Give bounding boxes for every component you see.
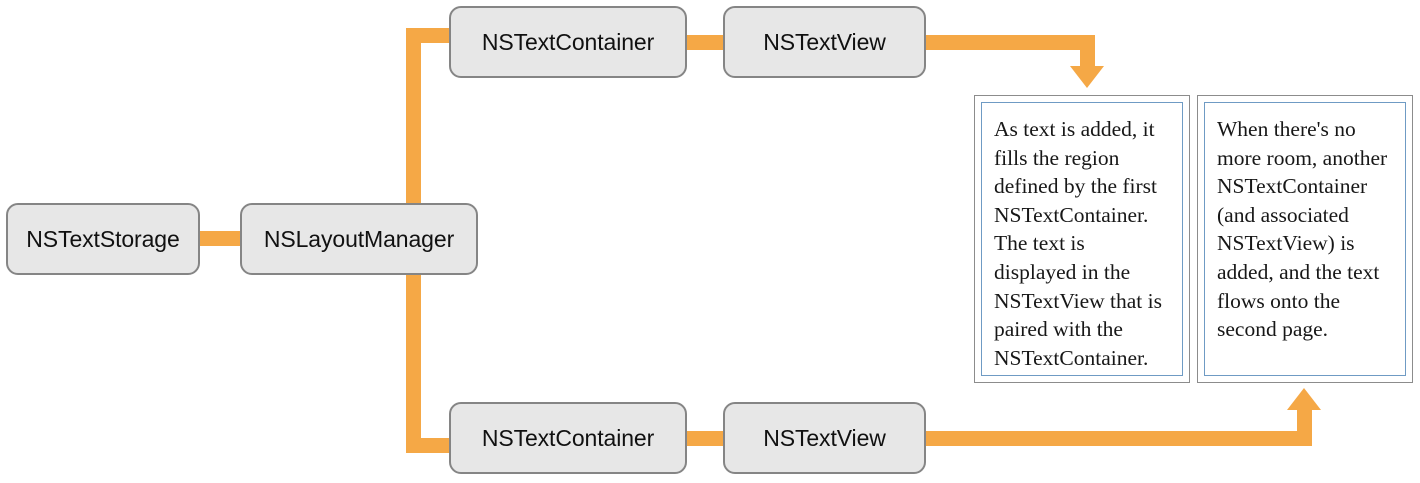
node-nslayoutmanager[interactable]: NSLayoutManager bbox=[240, 203, 478, 275]
page-panel-two: When there's no more room, another NSTex… bbox=[1197, 95, 1413, 383]
node-nstextview-top[interactable]: NSTextView bbox=[723, 6, 926, 78]
page-panel-one-inner: As text is added, it fills the region de… bbox=[981, 102, 1183, 376]
connector-bottom-view-up-stem bbox=[1297, 410, 1312, 446]
node-nstextstorage-label: NSTextStorage bbox=[26, 225, 180, 252]
page-two-text: When there's no more room, another NSTex… bbox=[1217, 117, 1388, 342]
connector-bottom-view-horizontal bbox=[924, 431, 1312, 446]
node-nstextstorage[interactable]: NSTextStorage bbox=[6, 203, 200, 275]
node-nstextview-bottom[interactable]: NSTextView bbox=[723, 402, 926, 474]
page-one-text: As text is added, it fills the region de… bbox=[994, 117, 1162, 370]
node-nslayoutmanager-label: NSLayoutManager bbox=[263, 225, 455, 252]
connector-spine-to-bottom-container bbox=[406, 438, 462, 453]
node-nstextcontainer-bottom-label: NSTextContainer bbox=[481, 424, 655, 451]
connector-storage-to-manager bbox=[196, 231, 252, 246]
page-panel-two-inner: When there's no more room, another NSTex… bbox=[1204, 102, 1406, 376]
node-nstextcontainer-top[interactable]: NSTextContainer bbox=[449, 6, 687, 78]
connector-bottom-container-to-view bbox=[682, 431, 728, 446]
node-nstextcontainer-bottom[interactable]: NSTextContainer bbox=[449, 402, 687, 474]
connector-spine-to-top-container bbox=[406, 28, 462, 43]
arrowhead-to-page-two bbox=[1287, 388, 1321, 410]
node-nstextview-bottom-label: NSTextView bbox=[763, 424, 886, 451]
page-panel-one: As text is added, it fills the region de… bbox=[974, 95, 1190, 383]
arrowhead-to-page-one bbox=[1070, 66, 1104, 88]
connector-top-container-to-view bbox=[682, 35, 728, 50]
connector-top-view-horizontal bbox=[924, 35, 1095, 50]
node-nstextview-top-label: NSTextView bbox=[763, 28, 886, 55]
connector-top-view-down-stem bbox=[1080, 35, 1095, 68]
node-nstextcontainer-top-label: NSTextContainer bbox=[481, 28, 655, 55]
